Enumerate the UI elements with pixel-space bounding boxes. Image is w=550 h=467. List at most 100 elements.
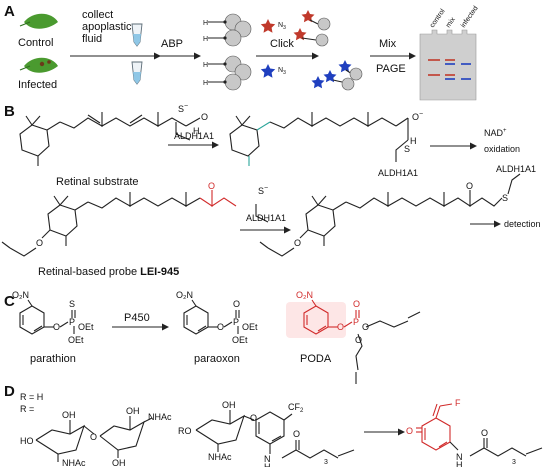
abp-label: ABP: [161, 38, 183, 50]
probe-protein-group-top: [208, 13, 252, 47]
thiolate-label-2: S−: [258, 185, 268, 196]
disaccharide-oh-2: OH: [126, 406, 140, 416]
aldehyde-o-label: O: [201, 112, 208, 122]
panel-label-d: D: [4, 383, 15, 400]
retinal-substrate-label: Retinal substrate: [56, 176, 139, 188]
probe-ether-o-label: O: [36, 238, 43, 248]
detection-label: detection: [504, 219, 541, 229]
infected-leaf-icon: [19, 57, 58, 73]
poda-p-label: P: [353, 317, 359, 327]
gel-lane-mix: mix: [445, 16, 457, 29]
probe-sub3-label: 3: [324, 459, 328, 466]
page-label: PAGE: [376, 63, 406, 75]
disaccharide-o-link: O: [90, 432, 97, 442]
parathion-p-label: P: [69, 317, 75, 327]
quinone-h-label: H: [456, 460, 463, 467]
p450-label: P450: [124, 312, 150, 324]
poda-no2-label: O₂N: [296, 290, 313, 300]
control-label: Control: [18, 37, 53, 49]
probe-oh-label: OH: [222, 400, 236, 410]
probe-h-label: H: [264, 462, 271, 467]
tube-icon-bottom: [131, 61, 143, 85]
panel-label-a: A: [4, 3, 15, 20]
enzyme-label-1: ALDH1A1: [174, 131, 214, 141]
disaccharide-oh-3: OH: [112, 458, 126, 467]
parathion-no2-label: O₂N: [12, 290, 29, 300]
enzyme-label-2: ALDH1A1: [378, 168, 418, 178]
enzyme-chain-2: [255, 204, 269, 223]
poda-oxo-label: O: [353, 299, 360, 309]
probe-cf2-label: CF2: [288, 402, 304, 414]
probe-ketone-o-label: O: [208, 181, 215, 191]
probe-o-label: O: [250, 413, 257, 423]
probe-nhac-label: NHAc: [208, 452, 232, 462]
azide-label-blue: N3: [278, 67, 286, 76]
intermediate-h-label: H: [410, 136, 417, 146]
alkyne-h-2: H: [203, 36, 208, 43]
poda-label: PODA: [300, 353, 332, 365]
alkyne-h-4: H: [203, 80, 208, 87]
disaccharide-nhac-2: NHAc: [148, 412, 172, 422]
panel-label-b: B: [4, 103, 15, 120]
quinone-methide-structure: [416, 403, 543, 457]
r-equals-label: R =: [20, 404, 34, 414]
red-star-icon: [260, 19, 276, 33]
gel-lane-control: control: [429, 8, 447, 30]
lei945-probe-structure: [1, 190, 237, 257]
gel-lane-infected: infected: [460, 5, 480, 29]
paraoxon-o-label: O: [217, 322, 224, 332]
blue-star-icon: [260, 64, 276, 78]
intermediate-s-label: S: [404, 144, 410, 154]
probe-ro-label: RO: [178, 426, 192, 436]
disaccharide-ho-1: HO: [20, 436, 34, 446]
quinone-o-label: O: [406, 426, 413, 436]
paraoxon-structure: [183, 299, 240, 335]
aldehyde-h-label: H: [193, 126, 200, 136]
tube-icon-top: [131, 23, 143, 47]
gel-image: [419, 29, 477, 101]
disaccharide-structure: [35, 416, 153, 462]
parathion-oet-2: OEt: [68, 335, 84, 345]
parathion-o-label: O: [53, 322, 60, 332]
disaccharide-oh-1: OH: [62, 410, 76, 420]
quinone-amide-o-label: O: [481, 428, 488, 438]
poda-o2-label: O: [362, 322, 369, 332]
paraoxon-no2-label: O₂N: [176, 290, 193, 300]
adduct-s-label: S: [502, 193, 508, 203]
enzyme-chain-1: [175, 122, 191, 141]
collect-line2: apoplastic: [82, 21, 132, 33]
parathion-structure: [19, 299, 76, 335]
click-label: Click: [270, 38, 294, 50]
disaccharide-nhac-1: NHAc: [62, 458, 86, 467]
adduct-ketone-o-label: O: [466, 181, 473, 191]
mix-label: Mix: [379, 38, 397, 50]
parathion-oet-1: OEt: [78, 322, 94, 332]
labeled-protein-red: [293, 10, 331, 47]
adduct-ether-o-label: O: [294, 238, 301, 248]
nad-label: NAD+: [484, 128, 507, 138]
thiohemiacetal-structure: [229, 112, 409, 166]
parathion-label: parathion: [30, 353, 76, 365]
quinone-n-label: N: [456, 452, 463, 462]
glycoside-probe-structure: [195, 410, 355, 459]
infected-label: Infected: [18, 79, 57, 91]
azide-label-red: N3: [278, 22, 286, 31]
probe-nh-label: N: [264, 454, 271, 464]
enzyme-label-4: ALDH1A1: [496, 164, 536, 174]
collect-line3: fluid: [82, 33, 102, 45]
r-equals-h-label: R = H: [20, 392, 43, 402]
labeled-protein-blue: [311, 60, 363, 91]
oxidation-label: oxidation: [484, 144, 520, 154]
panel-label-c: C: [4, 293, 15, 310]
paraoxon-oet-1: OEt: [242, 322, 258, 332]
probe-enzyme-adduct-structure: [259, 173, 521, 257]
parathion-s-label: S: [69, 299, 75, 309]
enzyme-label-3: ALDH1A1: [246, 213, 286, 223]
paraoxon-label: paraoxon: [194, 353, 240, 365]
paraoxon-p-label: P: [233, 317, 239, 327]
probe-label: Retinal-based probe LEI-945: [38, 266, 179, 278]
oxide-label: O−: [412, 111, 423, 122]
alkyne-h-3: H: [203, 62, 208, 69]
control-leaf-icon: [19, 13, 58, 29]
